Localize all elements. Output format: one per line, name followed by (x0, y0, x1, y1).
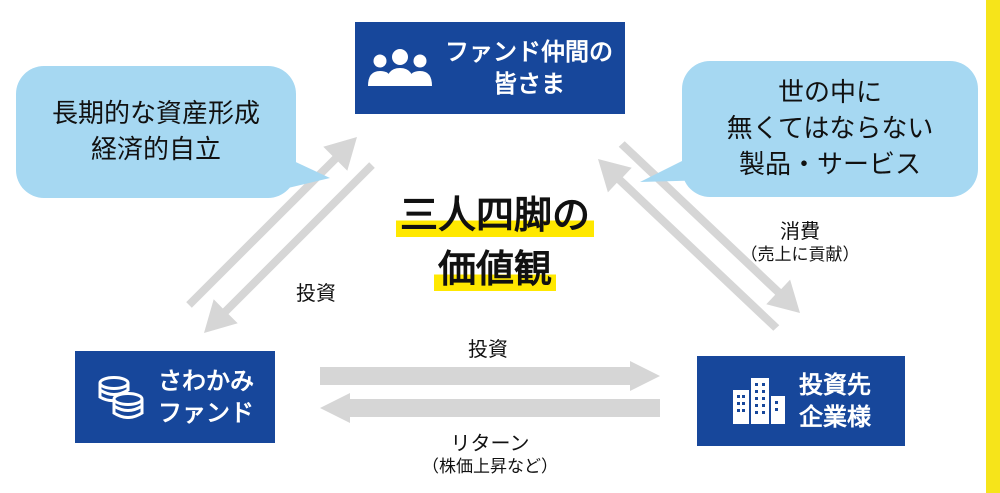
center-title: 三人四脚の 価値観 (360, 188, 630, 296)
node-invested-companies-label: 投資先 企業様 (799, 369, 871, 433)
edge-strip (986, 0, 1000, 493)
node-invested-companies: 投資先 企業様 (697, 356, 905, 446)
label-consume-sub: （売上に貢献） (740, 245, 860, 265)
arrow-members-to-company (618, 141, 800, 313)
arrow-fund-to-company (320, 361, 660, 391)
people-group-icon (367, 48, 433, 88)
bubble-member-goals-line1: 長期的な資産形成 (51, 99, 260, 129)
bubble-products-services-line1: 世の中に (777, 78, 882, 108)
arrow-members-to-fund (204, 162, 375, 333)
node-sawakami-fund-line1: さわかみ (158, 367, 254, 395)
node-sawakami-fund-line2: ファンド (158, 399, 254, 427)
node-fund-members-line1: ファンド仲間の (445, 38, 613, 66)
center-title-line1: 三人四脚の (395, 193, 594, 237)
coins-icon (96, 375, 146, 419)
node-invested-companies-line1: 投資先 (799, 371, 871, 399)
label-left-invest: 投資 (296, 281, 336, 305)
bubble-products-services: 世の中に 無くてはならない 製品・サービス (682, 61, 978, 197)
arrow-company-to-members (598, 159, 780, 331)
node-fund-members-label: ファンド仲間の 皆さま (445, 36, 613, 100)
arrow-company-to-fund (320, 393, 660, 423)
node-sawakami-fund: さわかみ ファンド (75, 351, 275, 443)
label-return: リターン (450, 431, 530, 455)
node-fund-members: ファンド仲間の 皆さま (355, 22, 625, 114)
node-invested-companies-line2: 企業様 (799, 403, 871, 431)
node-sawakami-fund-label: さわかみ ファンド (158, 365, 254, 429)
node-fund-members-line2: 皆さま (493, 70, 565, 98)
bubble-member-goals: 長期的な資産形成 経済的自立 (16, 66, 296, 198)
label-consume: 消費 (780, 219, 820, 243)
label-return-sub: （株価上昇など） (422, 457, 558, 477)
bubble-member-goals-line2: 経済的自立 (90, 135, 221, 165)
bubble-products-services-line2: 無くてはならない (726, 114, 934, 144)
buildings-icon (731, 376, 787, 426)
bubble-products-services-line3: 製品・サービス (738, 150, 921, 180)
label-bottom-invest: 投資 (468, 337, 508, 361)
center-title-line2: 価値観 (433, 247, 556, 291)
